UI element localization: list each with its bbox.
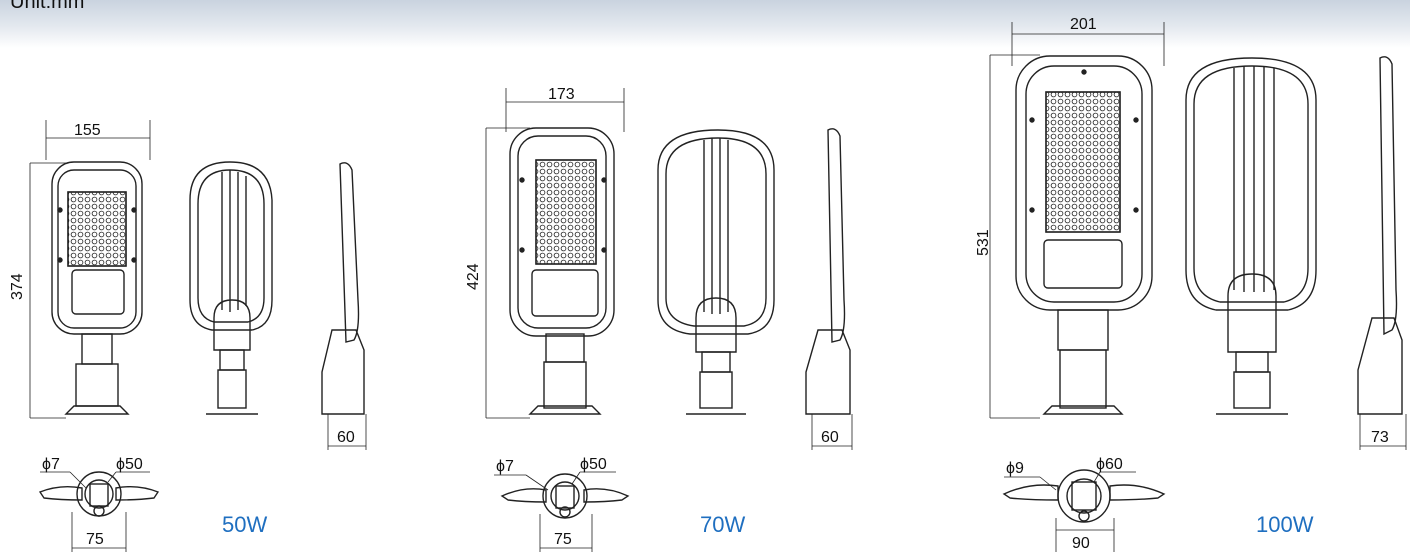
front-view [1015,55,1153,415]
height-dimension [989,54,1040,419]
depth-value: 60 [821,429,839,446]
hole-diameter-value: ϕ7 [42,456,60,473]
header-band [0,0,1410,48]
model-50w [29,120,367,552]
side-view [805,128,853,450]
width-dimension [45,120,151,160]
bottom-view [38,471,160,552]
side-view [321,162,367,450]
width-dimension [1011,22,1165,66]
back-view [1185,57,1317,415]
depth-value: 73 [1371,429,1389,446]
bottom-view [494,471,630,552]
depth-value: 60 [337,429,355,446]
pole-diameter-value: ϕ50 [580,456,607,473]
width-dimension [505,88,625,132]
height-value: 531 [975,229,992,256]
model-100w [989,22,1407,552]
back-view [657,129,775,415]
pole-diameter-value: ϕ50 [116,456,143,473]
front-view [51,161,143,415]
width-value: 201 [1070,16,1097,33]
hole-diameter-value: ϕ9 [1006,460,1024,477]
unit-label: Unit:mm [10,0,85,13]
height-value: 374 [9,273,26,300]
height-dimension [29,162,66,419]
width-value: 155 [74,122,101,139]
height-value: 424 [465,263,482,290]
width-value: 173 [548,86,575,103]
back-view [189,161,273,415]
model-70w [485,88,853,552]
hole-diameter-value: ϕ7 [496,458,514,475]
bottom-view [1002,469,1166,552]
mount-width-value: 75 [554,531,572,548]
side-view [1357,56,1407,450]
power-label: 100W [1256,512,1314,537]
height-dimension [485,127,530,419]
mount-width-value: 75 [86,531,104,548]
power-label: 50W [222,512,267,537]
pole-diameter-value: ϕ60 [1096,456,1123,473]
power-label: 70W [700,512,745,537]
front-view [509,127,615,415]
mount-width-value: 90 [1072,535,1090,552]
